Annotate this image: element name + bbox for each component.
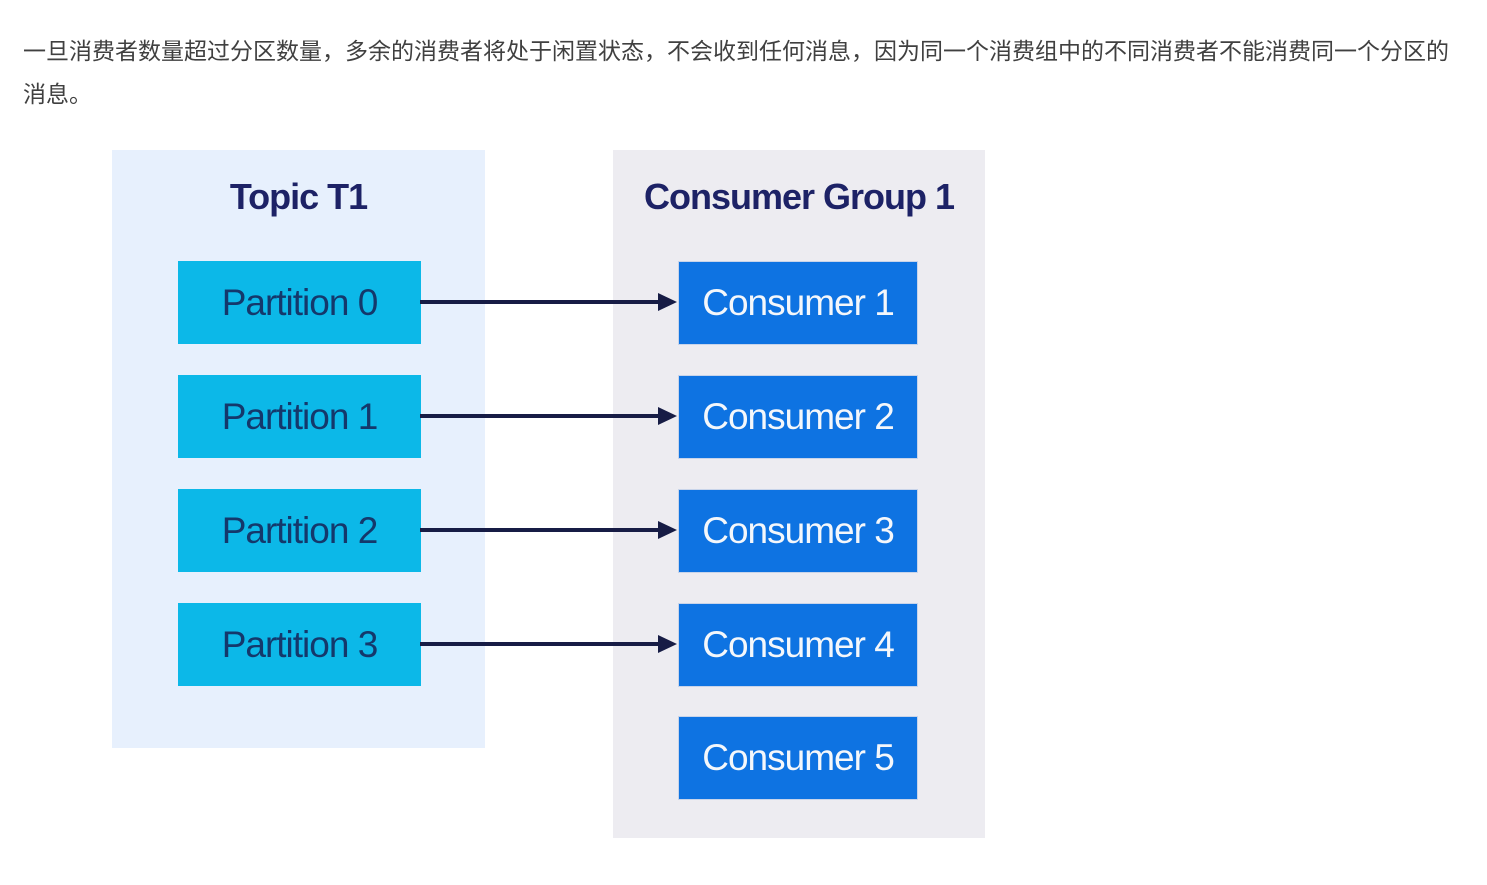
consumer-box-4: Consumer 4 [678,603,918,687]
intro-paragraph: 一旦消费者数量超过分区数量，多余的消费者将处于闲置状态，不会收到任何消息，因为同… [23,38,1449,107]
consumer-box-5: Consumer 5 [678,716,918,800]
consumer-box-1: Consumer 1 [678,261,918,345]
partition-box-1: Partition 1 [178,375,421,458]
partition-box-0: Partition 0 [178,261,421,344]
arrow-partition3-to-consumer4-icon [420,642,658,646]
arrow-partition0-to-consumer1-icon [420,300,658,304]
topic-panel-title: Topic T1 [229,176,368,217]
arrow-partition2-to-consumer3-icon [420,528,658,532]
consumer-group-panel-title: Consumer Group 1 [643,176,955,217]
partition-box-2: Partition 2 [178,489,421,572]
partition-box-3: Partition 3 [178,603,421,686]
consumer-box-2: Consumer 2 [678,375,918,459]
consumer-group-panel: Consumer Group 1 Consumer 1 Consumer 2 C… [613,150,985,838]
topic-panel: Topic T1 Partition 0 Partition 1 Partiti… [112,150,485,748]
consumer-box-3: Consumer 3 [678,489,918,573]
arrow-partition1-to-consumer2-icon [420,414,658,418]
